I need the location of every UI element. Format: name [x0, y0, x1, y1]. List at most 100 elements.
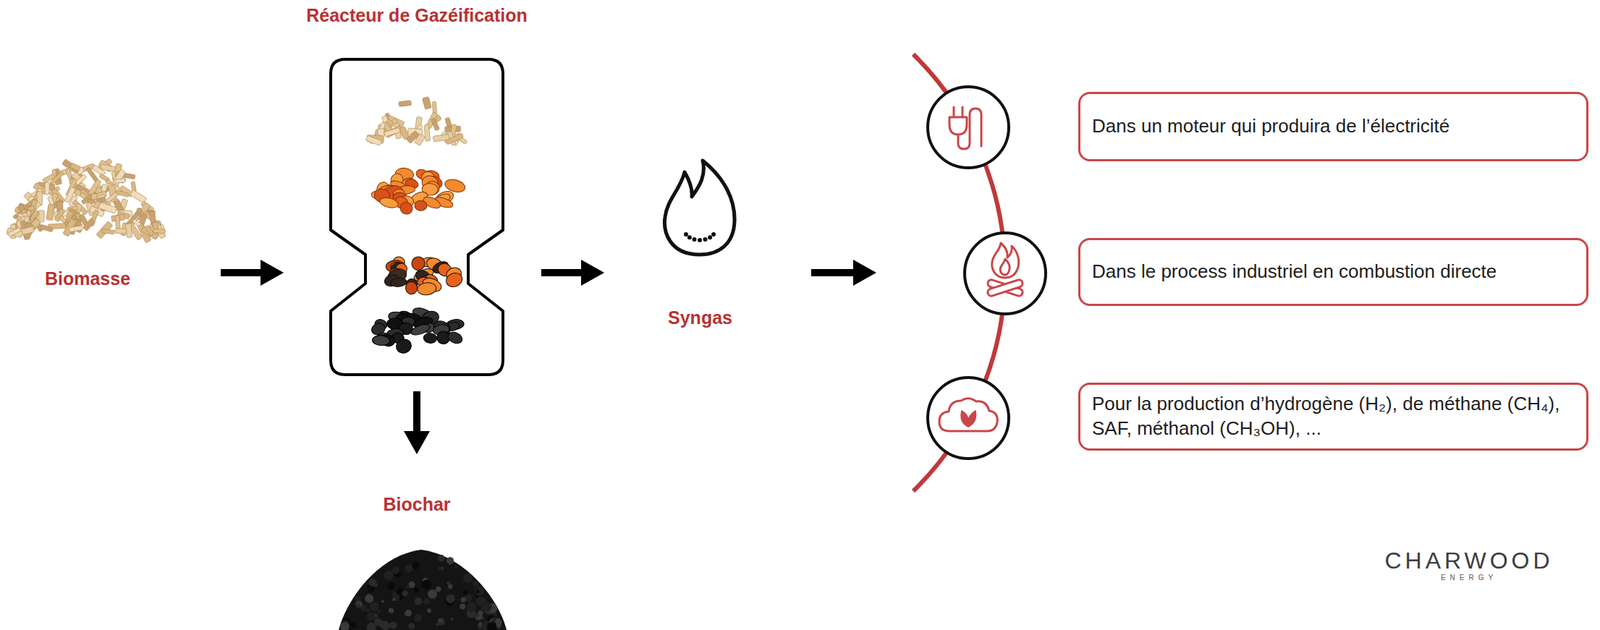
char-grain	[481, 617, 485, 621]
node-label: Réacteur de Gazéification	[306, 4, 528, 27]
char-grain	[377, 610, 381, 613]
char-grain	[414, 597, 423, 606]
char-grain	[472, 581, 479, 587]
char-grain	[453, 565, 458, 569]
synthesis-icon	[927, 377, 1009, 459]
wood-chip	[398, 100, 412, 107]
wood-chip-pile	[6, 158, 166, 244]
wood-chip	[39, 224, 53, 232]
input-node: Biomasse	[7, 151, 168, 290]
char-grain	[421, 580, 432, 590]
fuel-piece	[444, 270, 465, 290]
flow-arrow	[413, 391, 421, 433]
char-grain	[463, 573, 473, 584]
combustion-icon	[964, 233, 1046, 315]
char-grain	[364, 594, 374, 604]
log-symbol	[987, 279, 1024, 298]
wood-chip	[144, 225, 155, 236]
char-grain	[356, 603, 361, 608]
char-grain	[389, 621, 397, 629]
output-node: Syngas	[651, 159, 749, 329]
char-grain	[459, 604, 466, 611]
node-label: Dans un moteur qui produira de l’électri…	[1091, 114, 1450, 139]
char-grain	[392, 594, 401, 602]
char-grain	[392, 566, 400, 574]
char-grain	[381, 599, 385, 603]
wood-chip	[115, 228, 127, 234]
wood-chip	[44, 182, 50, 195]
wood-chip	[6, 227, 24, 238]
wood-chip	[421, 96, 432, 110]
fire-symbol	[992, 243, 1019, 278]
icon-circle	[927, 377, 1009, 459]
char-grain	[354, 595, 362, 603]
wood-chip	[7, 227, 21, 237]
char-grain	[474, 586, 485, 597]
wood-chip	[68, 225, 83, 233]
flame-dot	[711, 232, 716, 237]
wood-chip	[102, 228, 116, 234]
wood-chip	[383, 127, 401, 137]
syngas-out-arrow	[811, 259, 877, 286]
char-grain	[349, 622, 357, 629]
char-grain	[405, 585, 411, 590]
char-grain	[340, 622, 350, 630]
char-grain	[380, 621, 391, 630]
fuel-piece	[416, 281, 438, 296]
flame-dot	[697, 238, 702, 243]
fuel-piece	[399, 201, 414, 215]
electricity-icon	[927, 86, 1009, 168]
char-grain	[487, 622, 498, 630]
fuel-piece	[411, 256, 427, 272]
char-grain	[392, 597, 396, 602]
wood-chip	[414, 133, 426, 147]
flow-arrow	[220, 269, 262, 277]
arrow-shaft	[811, 269, 855, 277]
use-box: Dans un moteur qui produira de l’électri…	[1078, 91, 1589, 162]
char-grain	[413, 587, 419, 593]
flame-dot	[691, 237, 697, 242]
char-grain	[383, 570, 394, 582]
wood-chip	[38, 210, 45, 223]
char-grain	[446, 557, 454, 565]
char-grain	[463, 590, 469, 596]
char-grain	[447, 583, 454, 590]
leaf-symbol	[961, 411, 977, 427]
log-symbol	[987, 279, 1024, 298]
vessel-wall	[330, 59, 503, 375]
char-grain	[492, 616, 497, 621]
char-grain	[414, 614, 423, 623]
icon-circle	[927, 86, 1009, 168]
char-grain	[382, 620, 387, 626]
char-grain	[405, 610, 413, 618]
char-grain	[435, 586, 442, 593]
flame-outline	[664, 160, 735, 255]
char-grain	[427, 589, 438, 600]
char-grain	[426, 608, 432, 613]
fuel-piece	[394, 337, 414, 356]
node-label: Biomasse	[44, 267, 131, 290]
char-grain	[388, 608, 394, 614]
fuel-piece	[390, 277, 407, 288]
reactor-outline	[328, 0, 506, 377]
char-grain	[423, 598, 430, 605]
use-box: Pour la production d’hydrogène (H₂), de …	[1078, 382, 1589, 451]
wood-chip	[130, 189, 147, 204]
icon-circle	[964, 233, 1046, 315]
flow-arrow	[541, 269, 583, 277]
char-grain	[438, 619, 442, 623]
fuel-piece	[371, 335, 391, 346]
node-label: Biochar	[382, 493, 451, 516]
wood-chip	[424, 124, 430, 142]
reactor-vessel: Réacteur de Gazéification	[328, 0, 506, 377]
char-grain	[411, 562, 419, 570]
fuel-piece	[423, 332, 438, 344]
node-label: Dans le process industriel en combustion…	[1091, 259, 1497, 285]
char-grain	[474, 613, 480, 619]
node-label: Pour la production d’hydrogène (H₂), de …	[1091, 392, 1575, 442]
wood-chip	[49, 170, 64, 185]
plug-symbol	[949, 107, 982, 150]
char-grain	[369, 602, 380, 612]
fuel-piece	[379, 196, 400, 210]
